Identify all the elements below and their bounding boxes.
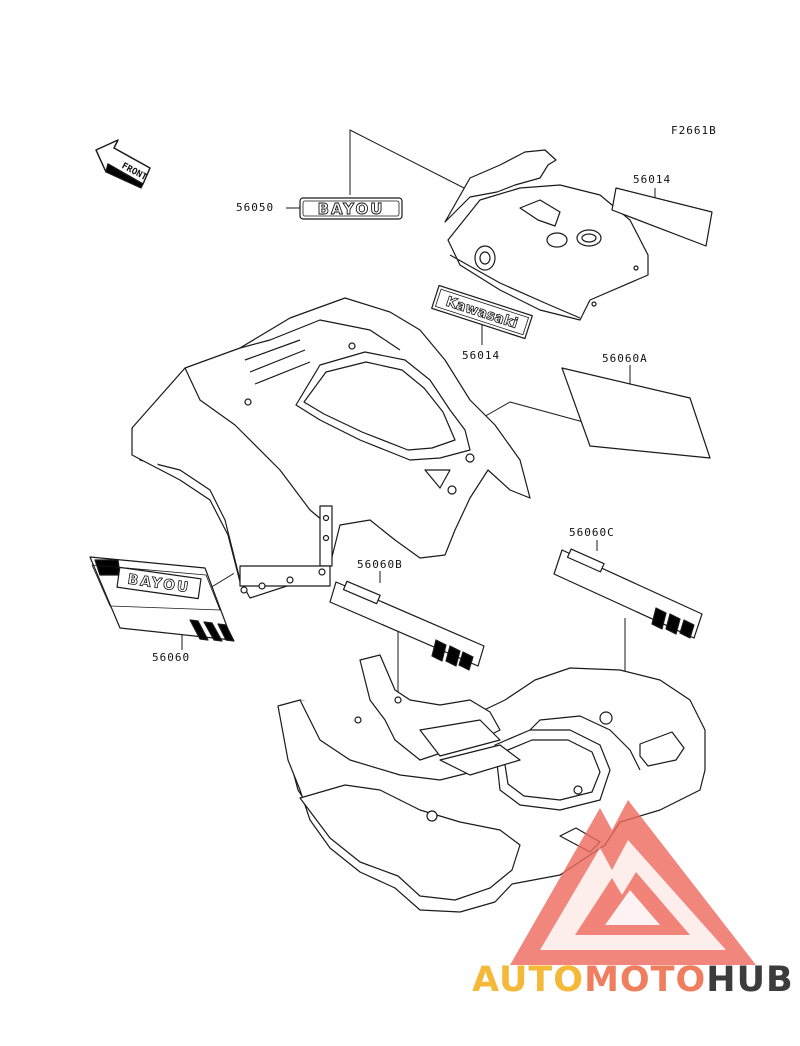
bayou-decal-56050 bbox=[299, 197, 403, 220]
part-label-56060C: 56060C bbox=[569, 526, 615, 539]
decal-56060A bbox=[561, 367, 711, 459]
stripe-decal-56014 bbox=[611, 187, 713, 247]
watermark-moto: MOTO bbox=[584, 960, 707, 1000]
part-label-56060A: 56060A bbox=[602, 352, 648, 365]
front-arrow-icon bbox=[95, 139, 151, 189]
front-fender bbox=[131, 297, 531, 599]
automotohub-logo-icon bbox=[510, 800, 756, 965]
watermark-hub: HUB bbox=[706, 960, 794, 1000]
bayou-decal-text: BAYOU bbox=[318, 200, 385, 218]
rear-fender bbox=[277, 654, 706, 913]
part-label-56060: 56060 bbox=[152, 651, 191, 664]
kawasaki-decal-56014 bbox=[431, 284, 533, 340]
decal-56060C bbox=[553, 548, 703, 639]
part-label-56014-stripe: 56014 bbox=[633, 173, 672, 186]
side-decal-56060 bbox=[89, 556, 235, 642]
automotohub-watermark: AUTOMOTOHUB bbox=[472, 960, 794, 1000]
part-label-56014-kawasaki: 56014 bbox=[462, 349, 501, 362]
part-label-56050: 56050 bbox=[236, 201, 275, 214]
headlight-cowl bbox=[444, 149, 649, 321]
decal-56060B bbox=[329, 580, 485, 671]
figure-code: F2661B bbox=[671, 124, 717, 137]
part-label-56060B: 56060B bbox=[357, 558, 403, 571]
watermark-auto: AUTO bbox=[472, 960, 585, 1000]
